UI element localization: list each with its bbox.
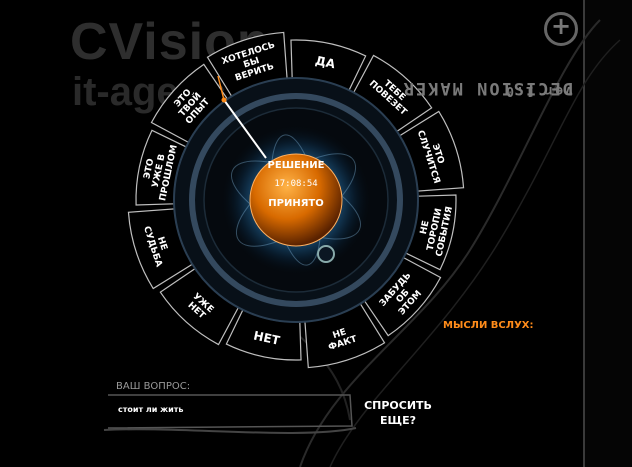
- zoom-button[interactable]: +: [544, 12, 578, 46]
- decision-core: РЕШЕНИЕ 17:08:54 ПРИНЯТО: [250, 160, 342, 240]
- answer-text-line: БЫ: [242, 56, 260, 71]
- answer-segment: ЭТОУЖЕ ВПРОШЛОМ: [135, 129, 187, 206]
- answer-text: ДА: [314, 53, 337, 71]
- answer-segment: НЕТ: [225, 309, 302, 361]
- core-line2: ПРИНЯТО: [268, 198, 324, 209]
- core-line1: РЕШЕНИЕ: [267, 160, 325, 171]
- ask-button-line2: ЕЩЕ?: [380, 414, 416, 427]
- dial-knob[interactable]: [317, 245, 335, 263]
- answer-text-line: ДА: [314, 53, 337, 71]
- thoughts-label: МЫСЛИ ВСЛУХ:: [443, 320, 534, 331]
- answer-text: НЕТ: [252, 329, 282, 348]
- zoom-plus-icon: +: [550, 12, 572, 40]
- answer-text-line: НЕ: [419, 220, 432, 235]
- question-input[interactable]: [114, 398, 356, 420]
- core-orb: [249, 153, 343, 247]
- answer-segment: НЕФАКТ: [304, 302, 386, 369]
- answer-text-line: ЭТО: [142, 157, 156, 179]
- ask-again-button[interactable]: СПРОСИТЬ ЕЩЕ?: [362, 398, 434, 428]
- decision-time: 17:08:54: [274, 179, 318, 189]
- app-title: DECISION MAKER ver 1.0: [402, 74, 579, 304]
- app-version: ver 1.0: [504, 83, 573, 98]
- dial-track-ring: [189, 93, 403, 307]
- answer-segment: НЕТОРОПИСОБЫТИЯ: [405, 194, 457, 271]
- answer-segment: ЭТОТВОЙОПЫТ: [150, 63, 229, 144]
- ask-button-line1: СПРОСИТЬ: [364, 399, 432, 412]
- dial-pointer: [223, 99, 267, 159]
- answer-segment: НЕСУДЬБА: [127, 208, 194, 290]
- question-label: ВАШ ВОПРОС:: [116, 381, 191, 392]
- answer-text-line: НЕ: [155, 236, 169, 252]
- answer-text-line: НЕТ: [252, 329, 282, 348]
- answer-text-line: НЕ: [332, 327, 348, 341]
